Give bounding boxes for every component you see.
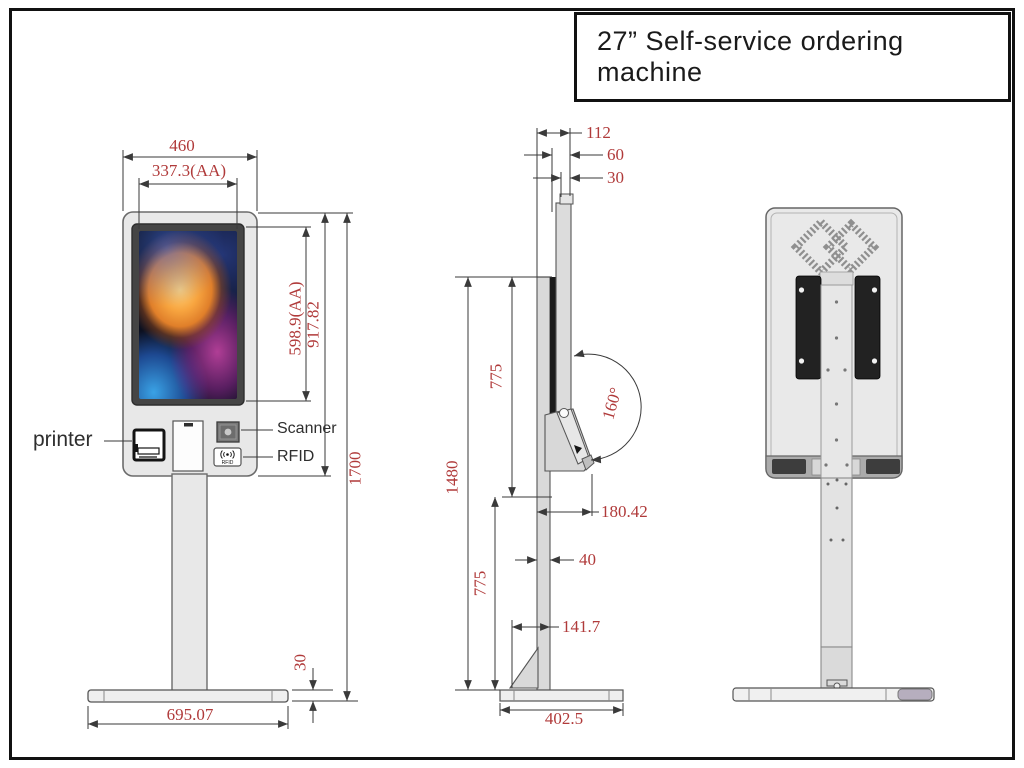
dim-top-depth: 112 — [586, 123, 611, 142]
rfid-badge-text: RFID — [222, 460, 234, 466]
dim-head-height: 917.82 — [303, 301, 323, 348]
rfid-icon: RFID — [213, 447, 242, 467]
side-gusset — [508, 646, 539, 689]
side-hinge — [559, 408, 569, 418]
side-dimension-lines — [455, 128, 642, 716]
side-screen-mount — [550, 277, 556, 457]
side-pole — [536, 276, 551, 691]
dim-panel-depth: 30 — [607, 168, 624, 187]
dim-screen-width: 337.3(AA) — [151, 161, 227, 180]
dim-screen-height: 598.9(AA) — [285, 281, 305, 356]
side-screen-cap — [559, 193, 574, 205]
back-base — [732, 687, 935, 702]
dim-base-thickness: 30 — [290, 654, 310, 671]
dim-lower-height: 775 — [470, 570, 490, 597]
dim-width: 460 — [169, 136, 195, 155]
dim-screen-depth: 60 — [607, 145, 624, 164]
dim-total-height: 1700 — [345, 451, 365, 486]
dim-stand-height: 1480 — [442, 460, 462, 495]
printer-icon — [132, 428, 166, 462]
screen-image — [139, 231, 237, 399]
dim-gusset-width: 141.7 — [562, 617, 601, 636]
back-pole — [820, 477, 853, 648]
side-screen-slab — [555, 202, 572, 416]
dim-base-width: 695.07 — [166, 705, 214, 724]
scanner-label: Scanner — [277, 420, 337, 437]
side-base — [499, 689, 624, 702]
dim-pole-depth: 40 — [579, 550, 596, 569]
back-base-endcap — [897, 688, 933, 701]
front-pole — [171, 473, 208, 693]
title-box: 27” Self-service ordering machine — [574, 12, 1011, 102]
front-base — [87, 689, 289, 703]
mount-plate-right — [854, 275, 881, 380]
printer-label: printer — [33, 428, 93, 451]
page-title: 27” Self-service ordering machine — [597, 26, 904, 87]
dim-console-reach: 180.42 — [601, 502, 648, 521]
rfid-label: RFID — [277, 448, 315, 465]
dim-base-depth: 402.5 — [544, 709, 584, 728]
dim-upper-height: 775 — [486, 363, 506, 390]
back-center-strip — [820, 284, 853, 479]
front-console-components: RFID — [132, 420, 242, 472]
tilt-angle-arc — [573, 349, 642, 464]
receipt-slot — [172, 420, 204, 472]
front-dimension-lines — [87, 150, 358, 729]
page-border — [9, 8, 1015, 760]
back-view-kiosk — [732, 207, 935, 702]
